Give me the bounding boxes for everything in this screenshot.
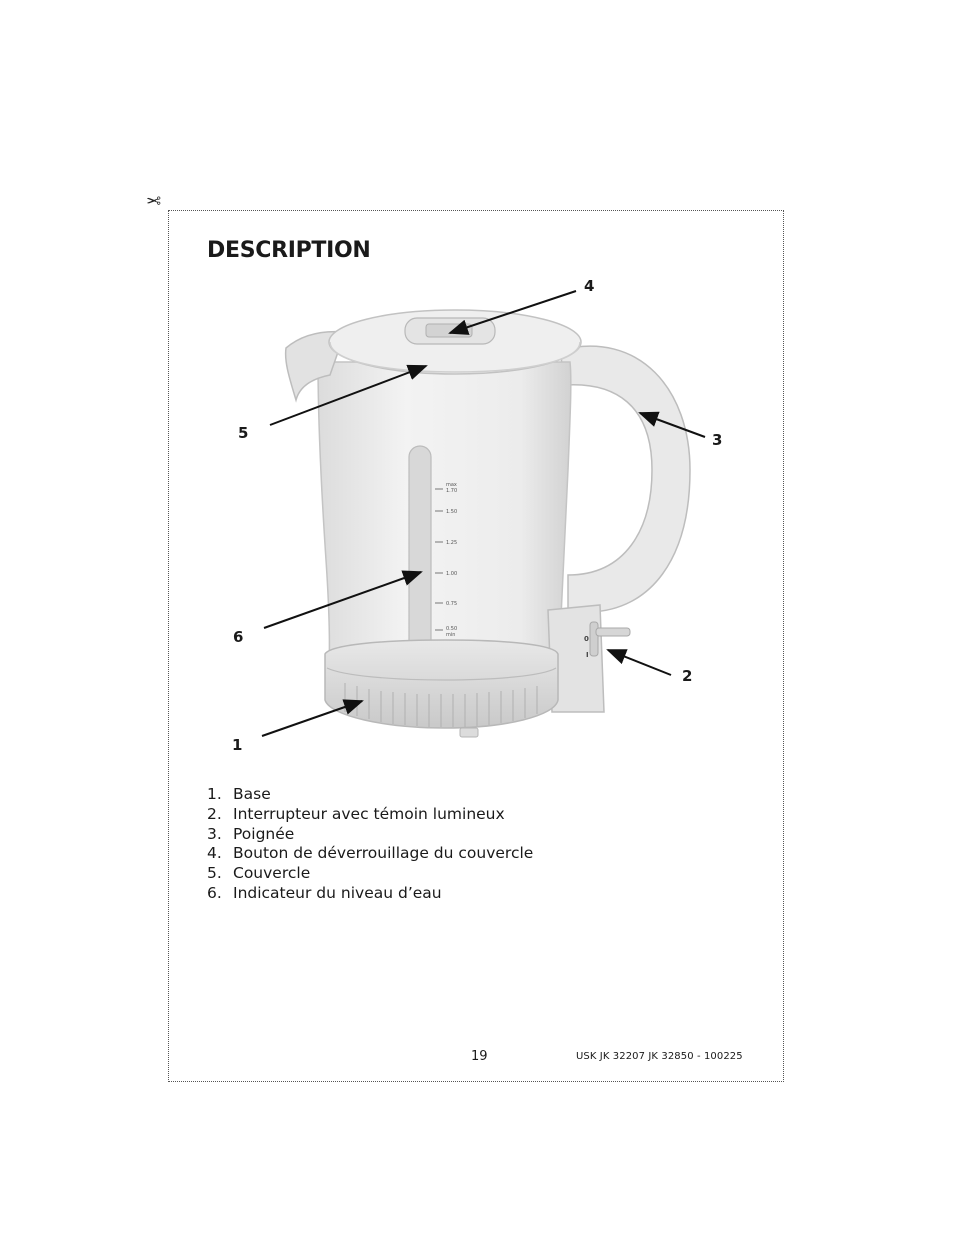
arrow-5 <box>269 364 428 426</box>
page-title: DESCRIPTION <box>207 238 371 263</box>
gauge-tick-label: 1.25 <box>446 540 457 546</box>
legend-label: Poignée <box>233 824 295 843</box>
callout-5: 5 <box>238 424 249 442</box>
legend-number: 5. <box>207 864 222 883</box>
parts-legend: 1. Base 2. Interrupteur avec témoin lumine… <box>207 785 533 904</box>
gauge-tick-label: 1.70 <box>446 488 457 494</box>
switch-marks: 0 I <box>584 635 589 659</box>
water-level-window <box>408 445 432 657</box>
arrow-1 <box>261 699 364 737</box>
arrow-4 <box>448 290 577 335</box>
legend-label: Base <box>233 785 271 803</box>
page-number: 19 <box>471 1049 488 1064</box>
gauge-max-label: max <box>446 482 457 488</box>
arrow-6 <box>263 570 423 629</box>
model-code: USK JK 32207 JK 32850 - 100225 <box>576 1051 743 1062</box>
list-item: 3. Poignée <box>207 825 533 845</box>
arrow-3 <box>638 411 706 438</box>
legend-number: 3. <box>207 824 222 843</box>
switch-on-mark: I <box>586 651 589 659</box>
kettle-body <box>284 330 572 681</box>
callout-2: 2 <box>682 667 693 685</box>
legend-label: Indicateur du niveau d’eau <box>233 883 442 902</box>
callout-arrows <box>261 290 706 737</box>
legend-label: Interrupteur avec témoin lumineux <box>233 804 505 823</box>
list-item: 4. Bouton de déverrouillage du couvercle <box>207 844 533 864</box>
callout-4: 4 <box>584 277 595 295</box>
legend-number: 4. <box>207 844 222 863</box>
callout-1: 1 <box>232 736 243 754</box>
callout-3: 3 <box>712 431 723 449</box>
legend-label: Bouton de déverrouillage du couvercle <box>233 844 534 863</box>
cut-out-frame <box>168 210 784 1082</box>
gauge-min-label: min <box>446 632 455 638</box>
switch-housing <box>547 604 631 713</box>
list-item: 2. Interrupteur avec témoin lumineux <box>207 805 533 825</box>
legend-number: 6. <box>207 883 222 902</box>
gauge-tick-label: 1.00 <box>446 571 457 577</box>
gauge-tick-label: 1.50 <box>446 509 457 515</box>
list-item: 6. Indicateur du niveau d’eau <box>207 884 533 904</box>
list-item: 1. Base <box>207 785 533 805</box>
power-base <box>324 639 559 738</box>
switch-off-mark: 0 <box>584 635 589 643</box>
callout-6: 6 <box>233 628 244 646</box>
legend-number: 1. <box>207 785 222 803</box>
list-item: 5. Couvercle <box>207 864 533 884</box>
legend-label: Couvercle <box>233 864 311 883</box>
gauge-tick-label: 0.75 <box>446 601 457 607</box>
legend-number: 2. <box>207 804 222 823</box>
gauge-ticks <box>435 488 443 631</box>
kettle-handle <box>559 345 691 613</box>
kettle-lid <box>328 309 582 375</box>
gauge-tick-label: 0.50 <box>446 626 457 632</box>
arrow-2 <box>606 649 672 676</box>
gauge-labels: max 1.70 1.50 1.25 1.00 0.75 0.50 min <box>446 482 457 638</box>
